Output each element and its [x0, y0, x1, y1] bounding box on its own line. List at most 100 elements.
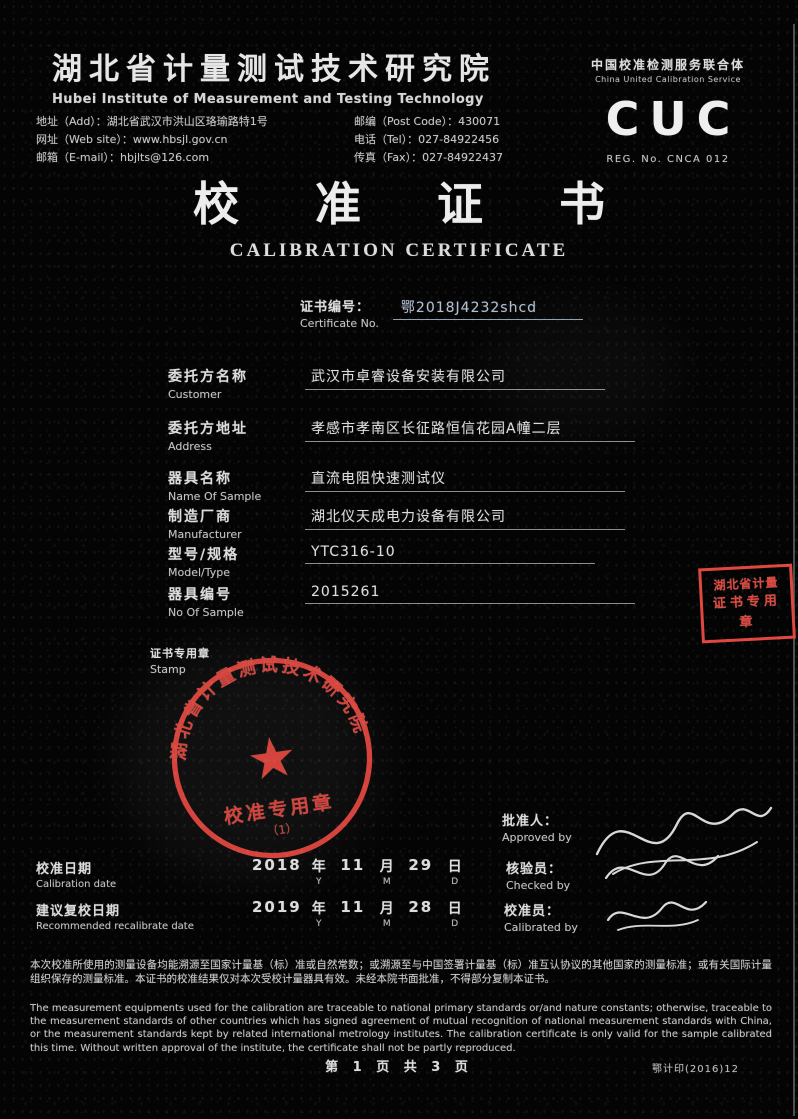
calibration-day: 29	[408, 856, 434, 874]
calibrated-by-label-en: Calibrated by	[504, 921, 578, 934]
approved-by-label-en: Approved by	[502, 831, 572, 844]
recalibration-date-label-en: Recommended recalibrate date	[36, 921, 194, 932]
approved-by-label-cn: 批准人：	[502, 814, 559, 829]
unit-day-cn: 日	[447, 859, 462, 875]
cuc-logo: CUC	[605, 92, 741, 146]
institute-email: 邮箱（E-mail）：hbjlts@126.com	[36, 151, 210, 164]
field-label-en: Model/Type	[168, 566, 230, 579]
stamp-label-en: Stamp	[150, 663, 186, 676]
field-row-sample-name: 器具名称 Name Of Sample 直流电阻快速测试仪	[168, 468, 625, 503]
document-print-code: 鄂计印(2016)12	[652, 1064, 739, 1075]
stamp-label-block: 证书专用章 Stamp	[150, 645, 210, 676]
approved-by-signature	[595, 806, 773, 875]
field-row-sample-no: 器具编号 No Of Sample 2015261	[168, 584, 635, 619]
institute-website: 网址（Web site）：www.hbsjl.gov.cn	[36, 133, 228, 146]
calibration-date-label-en: Calibration date	[36, 879, 117, 890]
field-label: 器具名称 Name Of Sample	[168, 468, 305, 503]
checked-by-label-en: Checked by	[506, 879, 571, 892]
seal-number: （1）	[266, 821, 298, 839]
seal-ring	[171, 657, 373, 859]
approved-by-block: 批准人： Approved by	[502, 810, 572, 844]
unit-year-cn: 年	[311, 859, 326, 875]
recalibration-year: 2019	[252, 898, 302, 916]
checked-by-block: 核验员： Checked by	[506, 858, 570, 892]
field-label-cn: 器具名称	[168, 471, 232, 487]
institute-fax: 传真（Fax）：027-84922437	[354, 151, 504, 164]
round-seal-stamp: 湖北省计量测试技术研究院 ★ 校准专用章 （1）	[156, 640, 373, 859]
institute-tel: 电话（Tel）：027-84922456	[354, 133, 500, 146]
field-value-sample-no: 2015261	[305, 584, 635, 604]
accreditation-title-cn: 中国校准检测服务联合体	[590, 58, 745, 72]
field-value-sample-name: 直流电阻快速测试仪	[305, 468, 625, 492]
field-label-en: Name Of Sample	[168, 490, 262, 503]
unit-day-cn: 日	[447, 901, 462, 917]
field-label-cn: 器具编号	[168, 587, 232, 603]
accreditation-block: 中国校准检测服务联合体 China United Calibration Ser…	[552, 56, 784, 165]
calibration-date-label-cn: 校准日期	[36, 862, 93, 877]
recalibration-date-label-cn: 建议复校日期	[36, 904, 121, 919]
field-row-manufacturer: 制造厂商 Manufacturer 湖北仪天成电力设备有限公司	[168, 506, 625, 541]
field-label: 委托方名称 Customer	[168, 366, 305, 401]
checked-by-signature	[604, 854, 720, 880]
field-label: 器具编号 No Of Sample	[168, 584, 305, 619]
scan-edge-artifact	[793, 24, 795, 1116]
star-icon: ★	[243, 723, 301, 793]
accreditation-reg-no: REG. No. CNCA 012	[606, 154, 730, 165]
calibration-month: 11	[340, 856, 366, 874]
field-row-model: 型号/规格 Model/Type YTC316-10	[168, 544, 595, 579]
certificate-number-label: 证书编号： Certificate No.	[300, 296, 379, 330]
document-title-cn: 校 准 证 书	[192, 177, 636, 231]
document-title-en: CALIBRATION CERTIFICATE	[229, 240, 569, 261]
certificate-number-value: 鄂2018J4232shcd	[392, 296, 583, 320]
unit-month-en: M	[382, 877, 391, 887]
field-label-en: Customer	[168, 388, 222, 401]
page-indicator: 第 1 页 共 3 页	[325, 1060, 473, 1075]
field-value-model: YTC316-10	[305, 544, 595, 564]
calibrated-by-label-cn: 校准员：	[504, 904, 561, 919]
unit-month-cn: 月	[379, 859, 394, 875]
field-label-cn: 型号/规格	[168, 547, 240, 563]
calibrated-by-signature	[606, 900, 708, 931]
footer-statement-en: The measurement equipments used for the …	[30, 1003, 772, 1054]
unit-year-cn: 年	[311, 901, 326, 917]
institute-name-cn: 湖北省计量测试技术研究院	[52, 52, 496, 87]
field-label: 型号/规格 Model/Type	[168, 544, 305, 579]
stamp-label-cn: 证书专用章	[150, 647, 210, 660]
rectangular-red-stamp: 湖北省计量 证书专用章	[698, 563, 796, 644]
box-stamp-line2: 证书专用章	[712, 593, 782, 630]
field-label-en: Manufacturer	[168, 528, 242, 541]
recalibration-day: 28	[408, 898, 434, 916]
field-label-en: No Of Sample	[168, 606, 244, 619]
footer-statement-cn: 本次校准所使用的测量设备均能溯源至国家计量基（标）准或自然常数；或溯源至与中国签…	[30, 959, 772, 986]
calibration-year: 2018	[252, 856, 302, 874]
institute-address: 地址（Add）：湖北省武汉市洪山区珞瑜路特1号	[36, 115, 268, 128]
certificate-number-block: 证书编号： Certificate No. 鄂2018J4232shcd	[300, 296, 583, 330]
field-row-address: 委托方地址 Address 孝感市孝南区长征路恒信花园A幢二层	[168, 418, 635, 453]
institute-postcode: 邮编（Post Code）：430071	[354, 115, 501, 128]
certificate-number-label-cn: 证书编号：	[300, 300, 371, 315]
field-value-customer: 武汉市卓睿设备安装有限公司	[305, 366, 605, 390]
unit-day-en: D	[451, 919, 459, 929]
institute-name-en: Hubei Institute of Measurement and Testi…	[52, 92, 484, 107]
unit-year-en: Y	[316, 919, 322, 929]
unit-day-en: D	[451, 877, 459, 887]
calibrated-by-block: 校准员： Calibrated by	[504, 900, 578, 934]
institute-contact-block: 地址（Add）：湖北省武汉市洪山区珞瑜路特1号 邮编（Post Code）：43…	[36, 113, 536, 167]
field-label-en: Address	[168, 440, 212, 453]
field-value-address: 孝感市孝南区长征路恒信花园A幢二层	[305, 418, 635, 442]
certificate-number-label-en: Certificate No.	[300, 317, 379, 330]
field-value-manufacturer: 湖北仪天成电力设备有限公司	[305, 506, 625, 530]
unit-month-en: M	[382, 919, 391, 929]
field-label: 委托方地址 Address	[168, 418, 305, 453]
field-row-customer: 委托方名称 Customer 武汉市卓睿设备安装有限公司	[168, 366, 605, 401]
unit-year-en: Y	[316, 877, 322, 887]
recalibration-month: 11	[340, 898, 366, 916]
